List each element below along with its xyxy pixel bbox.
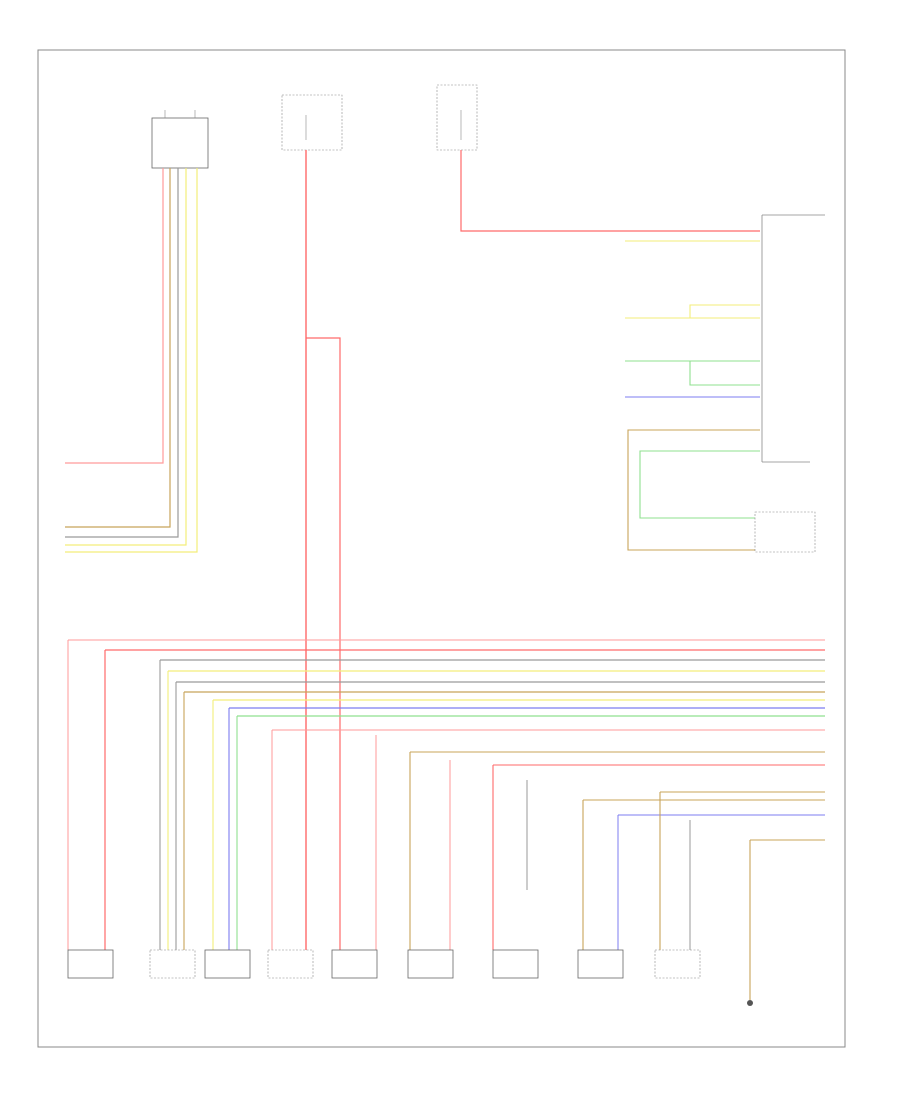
top-left-connector	[151, 110, 209, 169]
vertical-drops	[67, 640, 751, 1000]
module-8	[577, 949, 624, 979]
module-7	[492, 949, 539, 979]
top-right-fuse	[436, 84, 478, 151]
right-control-module	[761, 214, 825, 463]
diagram-frame	[37, 49, 846, 1048]
module-2	[149, 949, 196, 979]
module-4	[267, 949, 314, 979]
module-1	[67, 949, 114, 979]
top-center-fuse	[281, 94, 343, 151]
module-5	[331, 949, 378, 979]
right-module-signals	[625, 240, 816, 553]
ground-symbol	[747, 1000, 753, 1006]
left-harness	[65, 168, 198, 553]
module-3	[204, 949, 251, 979]
bottom-bus	[68, 639, 825, 841]
module-6	[407, 949, 454, 979]
center-power-feed	[305, 150, 760, 950]
module-9	[654, 949, 701, 979]
